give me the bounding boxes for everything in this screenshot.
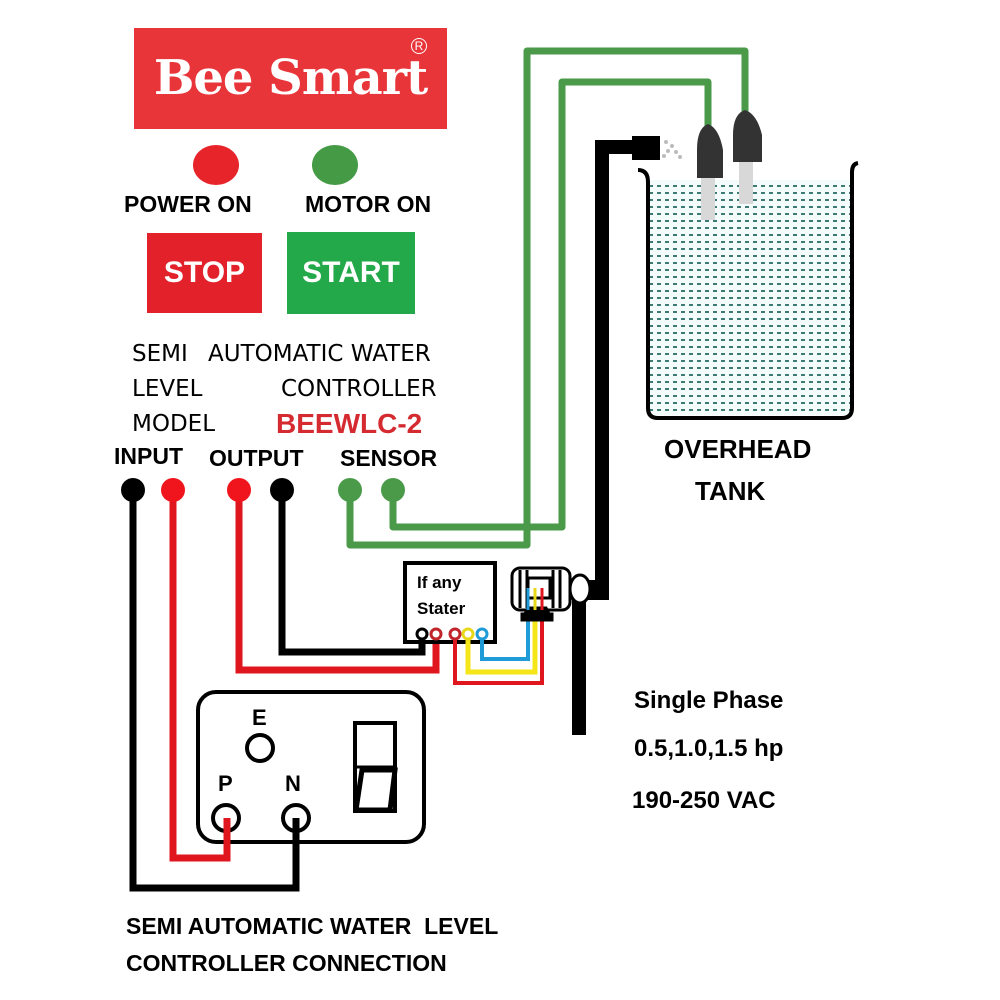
tank-label-line1: OVERHEAD	[664, 434, 812, 464]
tank-label-line2: TANK	[695, 476, 766, 506]
registered-mark: R	[411, 38, 427, 54]
output-terminal-red	[227, 478, 251, 502]
sensor-label: SENSOR	[340, 445, 438, 471]
caption-line1: SEMI AUTOMATIC WATER LEVEL	[126, 913, 499, 939]
product-line2-right: CONTROLLER	[281, 376, 437, 402]
product-line3-left: MODEL	[132, 411, 216, 437]
caption-line2: CONTROLLER CONNECTION	[126, 950, 447, 976]
socket-phase-label: P	[218, 771, 233, 796]
output-black-wire	[278, 490, 426, 656]
motor-on-label: MOTOR ON	[305, 191, 432, 217]
brand-logo: Bee Smart R	[134, 28, 447, 129]
product-line1-left: SEMI	[132, 341, 188, 367]
motor-on-led	[312, 145, 358, 185]
brand-name: Bee Smart	[153, 50, 428, 106]
power-socket	[196, 690, 426, 844]
input-label: INPUT	[114, 443, 183, 469]
sensor-probe-2	[733, 110, 762, 204]
motor-voltage-spec: 190-250 VAC	[632, 787, 776, 814]
tank-outline	[637, 161, 859, 420]
water-pipe	[572, 136, 660, 735]
model-number: BEEWLC-2	[276, 408, 423, 439]
water-spray	[662, 140, 682, 159]
sensor-probe-1	[697, 124, 723, 220]
socket-neutral-label: N	[285, 771, 301, 796]
starter-line1: If any	[417, 573, 462, 592]
tank-water	[650, 180, 850, 415]
product-line1-right: AUTOMATIC WATER	[208, 341, 431, 367]
motor-hp-spec: 0.5,1.0,1.5 hp	[634, 735, 784, 762]
output-label: OUTPUT	[209, 445, 304, 471]
power-on-label: POWER ON	[124, 191, 252, 217]
output-terminal-black	[270, 478, 294, 502]
terminal-dots	[121, 478, 405, 502]
motor-phase-spec: Single Phase	[634, 687, 784, 714]
product-line2-left: LEVEL	[132, 376, 203, 402]
socket-earth-hole	[245, 733, 275, 763]
start-button[interactable]: START	[287, 232, 415, 314]
starter-line2: Stater	[417, 599, 466, 618]
input-terminal-red	[161, 478, 185, 502]
sensor-terminal-1	[338, 478, 362, 502]
starter-terminals	[415, 627, 489, 641]
input-terminal-black	[121, 478, 145, 502]
sensor-terminal-2	[381, 478, 405, 502]
sensor-wires	[346, 47, 749, 549]
output-red-wire	[235, 490, 440, 674]
socket-earth-label: E	[252, 705, 267, 730]
stop-button[interactable]: STOP	[147, 233, 262, 313]
power-on-led	[193, 145, 239, 185]
